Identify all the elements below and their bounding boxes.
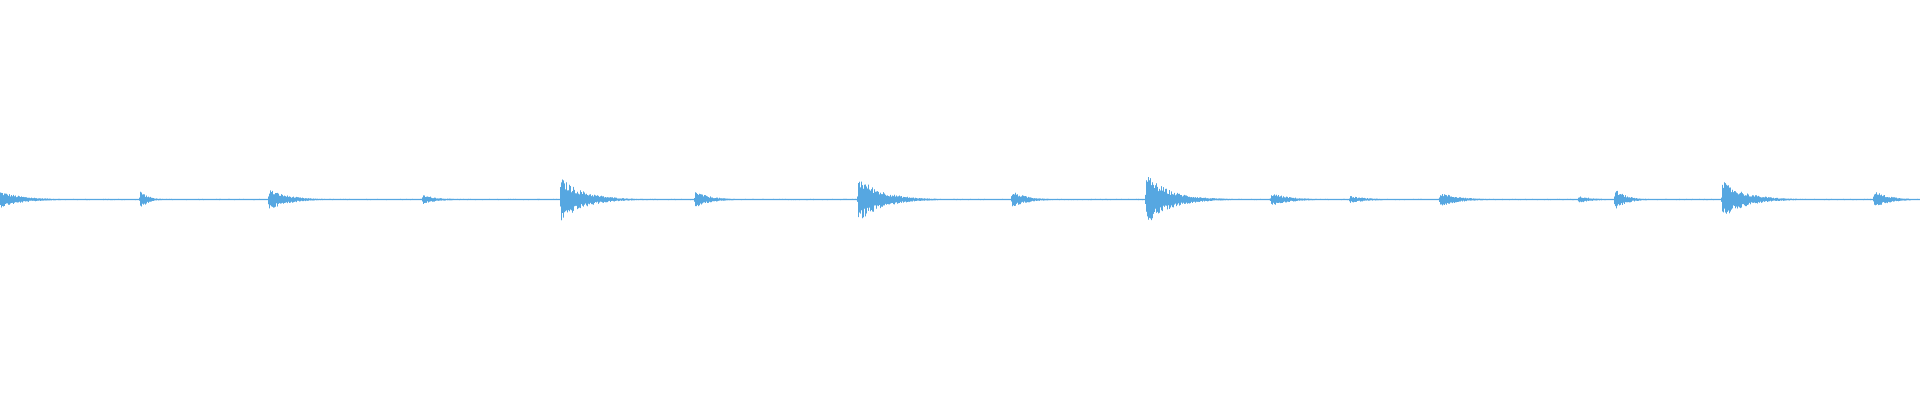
waveform-trace: [0, 176, 1920, 221]
